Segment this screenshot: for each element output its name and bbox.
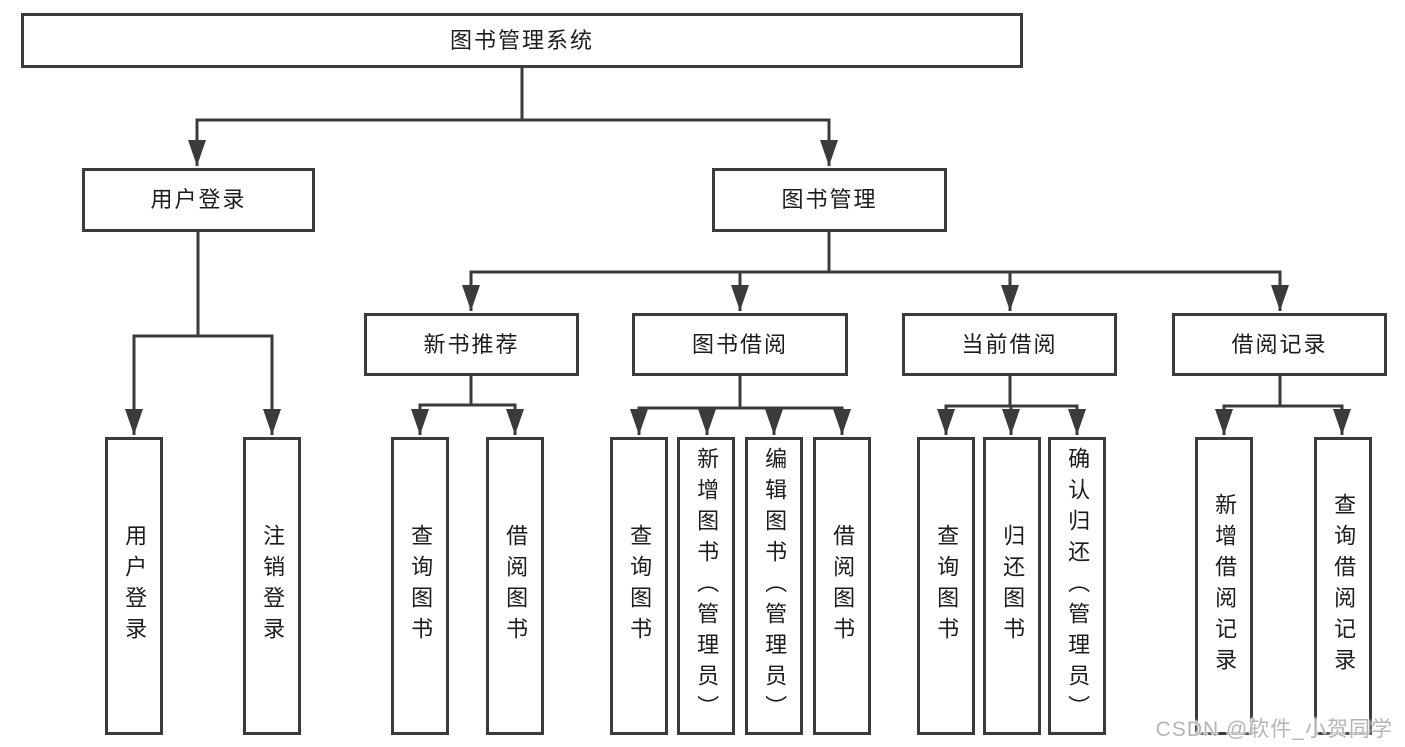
leaf-user-login: 用户登录 bbox=[105, 437, 163, 735]
leaf-current-confirm-return-admin: 确认归还（管理员） bbox=[1048, 437, 1106, 735]
node-book-management: 图书管理 bbox=[712, 168, 947, 232]
node-current-borrowing-label: 当前借阅 bbox=[961, 331, 1058, 357]
node-user-login: 用户登录 bbox=[82, 168, 315, 232]
leaf-recommend-borrow-book-label: 借阅图书 bbox=[503, 524, 529, 648]
leaf-borrowing-edit-book-admin: 编辑图书（管理员） bbox=[745, 437, 803, 735]
node-new-book-recommend: 新书推荐 bbox=[364, 313, 579, 376]
leaf-recommend-query-book: 查询图书 bbox=[391, 437, 449, 735]
leaf-user-login-label: 用户登录 bbox=[122, 524, 148, 648]
leaf-current-query-book: 查询图书 bbox=[917, 437, 975, 735]
node-new-book-recommend-label: 新书推荐 bbox=[423, 331, 520, 357]
leaf-logout: 注销登录 bbox=[243, 437, 301, 735]
leaf-logout-label: 注销登录 bbox=[260, 524, 286, 648]
node-book-borrowing-label: 图书借阅 bbox=[691, 331, 788, 357]
leaf-current-confirm-return-admin-label: 确认归还（管理员） bbox=[1065, 446, 1091, 726]
leaf-current-query-book-label: 查询图书 bbox=[934, 524, 960, 648]
node-user-login-label: 用户登录 bbox=[150, 187, 247, 212]
node-book-borrowing: 图书借阅 bbox=[632, 313, 848, 376]
node-root: 图书管理系统 bbox=[21, 13, 1023, 68]
leaf-borrowing-add-book-admin: 新增图书（管理员） bbox=[677, 437, 735, 735]
leaf-current-return-book: 归还图书 bbox=[983, 437, 1041, 735]
leaf-recommend-query-book-label: 查询图书 bbox=[408, 524, 434, 648]
leaf-borrowing-borrow-book-label: 借阅图书 bbox=[830, 524, 856, 648]
leaf-borrowing-query-book: 查询图书 bbox=[610, 437, 668, 735]
leaf-records-add-record: 新增借阅记录 bbox=[1195, 437, 1253, 735]
leaf-borrowing-query-book-label: 查询图书 bbox=[627, 524, 653, 648]
leaf-borrowing-edit-book-admin-label: 编辑图书（管理员） bbox=[762, 446, 788, 726]
leaf-records-query-record-label: 查询借阅记录 bbox=[1331, 493, 1357, 679]
csdn-watermark: CSDN @软件_小贺同学 bbox=[1155, 718, 1393, 741]
node-borrow-records-label: 借阅记录 bbox=[1231, 331, 1328, 357]
leaf-recommend-borrow-book: 借阅图书 bbox=[486, 437, 544, 735]
leaf-records-add-record-label: 新增借阅记录 bbox=[1212, 493, 1238, 679]
leaf-current-return-book-label: 归还图书 bbox=[1000, 524, 1026, 648]
leaf-records-query-record: 查询借阅记录 bbox=[1314, 437, 1372, 735]
leaf-borrowing-borrow-book: 借阅图书 bbox=[813, 437, 871, 735]
node-current-borrowing: 当前借阅 bbox=[902, 313, 1117, 376]
node-book-management-label: 图书管理 bbox=[781, 187, 878, 212]
node-root-label: 图书管理系统 bbox=[449, 27, 594, 53]
leaf-borrowing-add-book-admin-label: 新增图书（管理员） bbox=[694, 446, 720, 726]
node-borrow-records: 借阅记录 bbox=[1172, 313, 1387, 376]
